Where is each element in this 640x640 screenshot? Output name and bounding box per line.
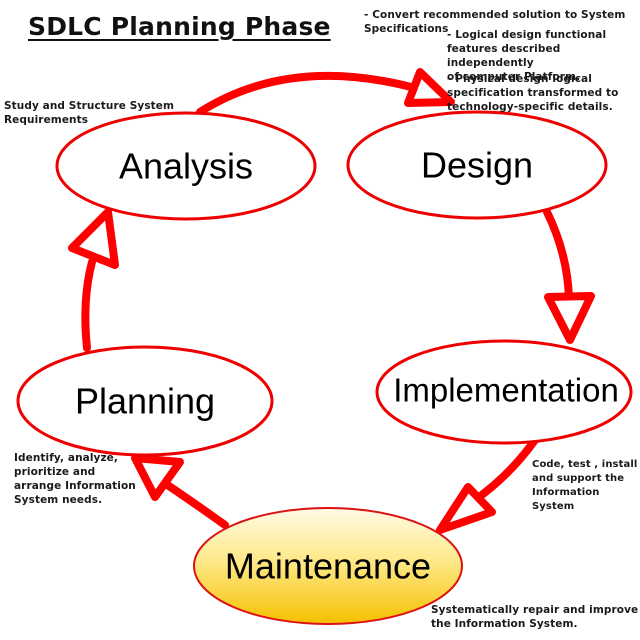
arrow-maintenance-to-planning xyxy=(131,454,229,529)
node-implementation: Implementation xyxy=(375,339,633,445)
note-maintenance: Systematically repair and improve the In… xyxy=(431,604,639,630)
node-analysis: Analysis xyxy=(55,111,317,221)
note-implementation: Code, test , install and support the Inf… xyxy=(532,459,638,512)
node-planning: Planning xyxy=(16,345,274,457)
note-design-main: - Convert recommended solution to System… xyxy=(364,9,626,35)
node-maintenance-label: Maintenance xyxy=(225,546,431,587)
node-planning-label: Planning xyxy=(75,381,215,422)
arrow-implementation-to-maintenance xyxy=(436,436,539,534)
node-design: Design xyxy=(346,110,608,220)
node-design-label: Design xyxy=(421,145,533,186)
node-maintenance: Maintenance xyxy=(193,507,463,625)
node-implementation-label: Implementation xyxy=(393,372,619,409)
note-analysis: Study and Structure System Requirements xyxy=(4,100,175,126)
note-planning: Identify, analyze, prioritize and arrang… xyxy=(14,452,136,506)
note-design-logical: - Logical design functional features des… xyxy=(447,29,607,83)
node-analysis-label: Analysis xyxy=(119,146,253,187)
arrow-design-to-implementation xyxy=(543,208,595,344)
arrow-planning-to-analysis xyxy=(68,208,119,352)
diagram-title: SDLC Planning Phase xyxy=(28,12,331,41)
arrow-analysis-to-design xyxy=(196,68,455,116)
note-design-physical: - Physical design logical specification … xyxy=(447,73,619,113)
